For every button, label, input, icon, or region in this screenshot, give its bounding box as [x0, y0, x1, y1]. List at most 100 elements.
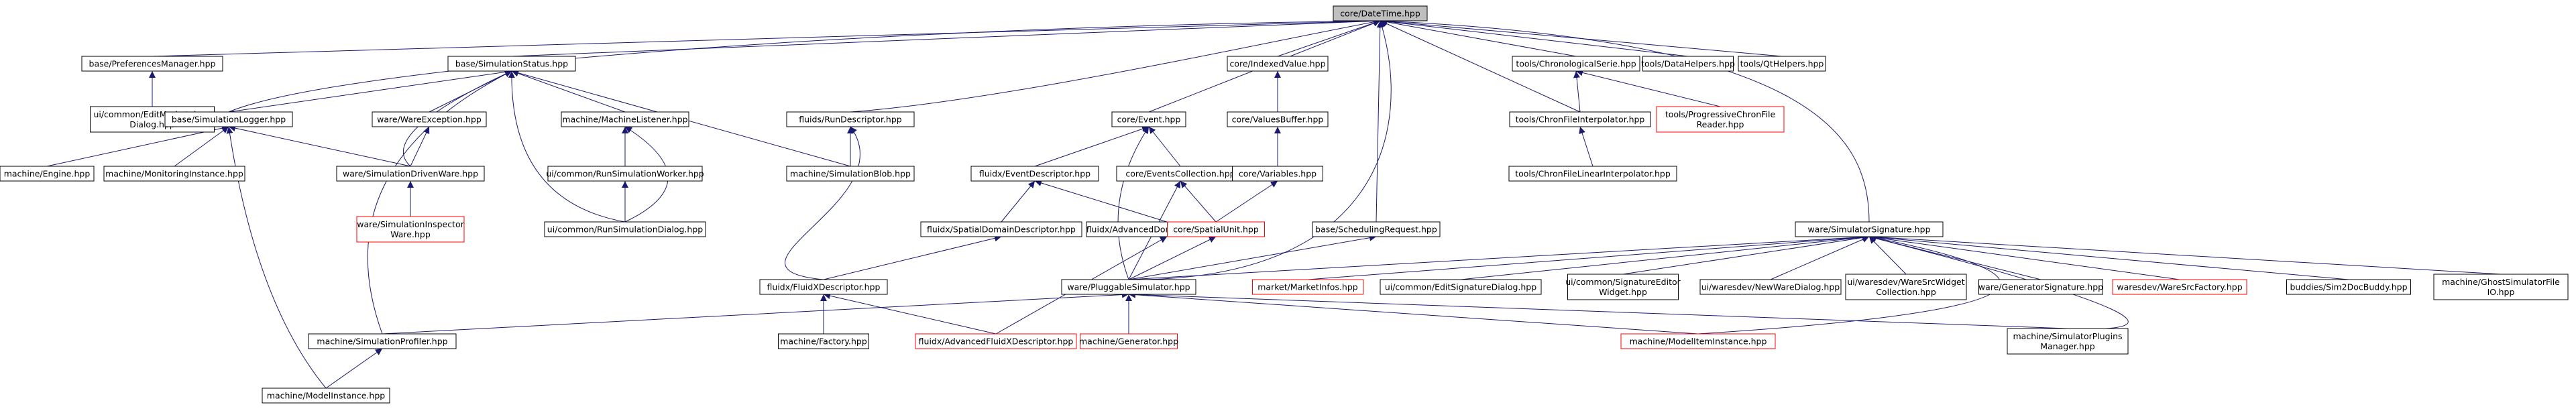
node-label: tools/ChronFileLinearInterpolator.hpp	[1515, 169, 1671, 179]
node-label: core/Event.hpp	[1117, 115, 1181, 125]
node-box	[1312, 221, 1441, 237]
node-fluidxdesc[interactable]: fluidx/FluidXDescriptor.hpp	[759, 279, 888, 295]
node-label: ui/common/EditSignatureDialog.hpp	[1385, 282, 1536, 292]
edge-editsigdialog-to-simsignature	[1460, 234, 1870, 280]
node-label: ui/waresdev/WareSrcWidget	[1847, 277, 1964, 287]
edge-fluidxdesc-to-spatialdomdesc	[823, 235, 1002, 280]
edge-advdomdesc-to-eventdesc	[1034, 180, 1168, 223]
node-label: machine/SimulatorPlugins	[2013, 331, 2122, 341]
node-box	[1167, 221, 1265, 237]
node-simsignature[interactable]: ware/SimulatorSignature.hpp	[1795, 221, 1944, 237]
node-eventscoll[interactable]: core/EventsCollection.hpp	[1116, 166, 1245, 182]
node-modelinstance[interactable]: machine/ModelInstance.hpp	[262, 388, 390, 404]
node-label: machine/MonitoringInstance.hpp	[105, 169, 243, 179]
node-box	[372, 111, 487, 127]
node-simlogger[interactable]: base/SimulationLogger.hpp	[164, 111, 293, 127]
node-variables[interactable]: core/Variables.hpp	[1232, 166, 1323, 182]
edge-simpluginsmgr-to-pluggablesim	[1128, 291, 2068, 329]
node-label: ware/WareException.hpp	[377, 115, 482, 125]
node-box	[1061, 279, 1196, 295]
node-box	[1227, 111, 1329, 127]
node-event[interactable]: core/Event.hpp	[1111, 111, 1186, 127]
node-spatialunit[interactable]: core/SpatialUnit.hpp	[1167, 221, 1265, 237]
edge-modelinstance-to-simprofiler	[325, 348, 383, 389]
node-box	[1333, 5, 1428, 21]
node-runsdesc[interactable]: fluids/RunDescriptor.hpp	[786, 111, 915, 127]
node-box	[1978, 279, 2103, 295]
edge-sigeditorwidget-to-simsignature	[1622, 234, 1870, 275]
node-waresrcfactory[interactable]: waresdev/WareSrcFactory.hpp	[2112, 279, 2247, 295]
node-box	[1252, 279, 1363, 295]
node-newwaredialog[interactable]: ui/waresdev/NewWareDialog.hpp	[1699, 279, 1842, 295]
node-spatialdomdesc[interactable]: fluidx/SpatialDomainDescriptor.hpp	[920, 221, 1082, 237]
node-chronoserie[interactable]: tools/ChronologicalSerie.hpp	[1512, 56, 1640, 72]
edge-sim2docbuddy-to-simsignature	[1868, 233, 2349, 280]
node-simdrivenware[interactable]: ware/SimulationDrivenWare.hpp	[336, 166, 485, 182]
node-label: machine/Factory.hpp	[780, 337, 867, 347]
node-moninst[interactable]: machine/MonitoringInstance.hpp	[103, 166, 245, 182]
edge-indexedvalue-to-datetime	[1277, 19, 1381, 57]
node-sim2docbuddy[interactable]: buddies/Sim2DocBuddy.hpp	[2286, 279, 2411, 295]
node-box	[915, 333, 1077, 349]
node-gensignature[interactable]: ware/GeneratorSignature.hpp	[1978, 279, 2103, 295]
node-simstatus[interactable]: base/SimulationStatus.hpp	[447, 56, 576, 72]
node-modeliteminst[interactable]: machine/ModelItemInstance.hpp	[1620, 333, 1776, 349]
node-valuesbuffer[interactable]: core/ValuesBuffer.hpp	[1227, 111, 1329, 127]
node-indexedvalue[interactable]: core/IndexedValue.hpp	[1227, 56, 1329, 72]
node-eventdesc[interactable]: fluidx/EventDescriptor.hpp	[970, 166, 1099, 182]
edge-machlistener-to-simstatus	[511, 70, 626, 113]
node-simprofiler[interactable]: machine/SimulationProfiler.hpp	[308, 333, 457, 349]
node-factory[interactable]: machine/Factory.hpp	[778, 333, 869, 349]
edge-pluggablesim-to-datetime	[1128, 20, 1392, 280]
node-pluggablesim[interactable]: ware/PluggableSimulator.hpp	[1061, 279, 1196, 295]
edge-spatialunit-to-variables	[1215, 180, 1278, 223]
node-label: core/IndexedValue.hpp	[1229, 59, 1325, 69]
node-qthelpers[interactable]: tools/QtHelpers.hpp	[1738, 56, 1826, 72]
node-label: fluidx/FluidXDescriptor.hpp	[767, 282, 881, 292]
edge-prefmgr-to-datetime	[152, 17, 1381, 57]
edge-progchron-to-chronoserie	[1575, 69, 1721, 107]
node-chronfilelinear[interactable]: tools/ChronFileLinearInterpolator.hpp	[1508, 166, 1677, 182]
node-box	[547, 166, 703, 182]
node-box	[786, 111, 915, 127]
node-editsigdialog[interactable]: ui/common/EditSignatureDialog.hpp	[1380, 279, 1542, 295]
node-label: machine/MachineListener.hpp	[562, 115, 687, 125]
node-label: base/SimulationStatus.hpp	[455, 59, 568, 69]
node-label: fluidx/AdvancedFluidXDescriptor.hpp	[919, 337, 1074, 347]
edge-pluggablesim-to-schedreq	[1128, 234, 1377, 280]
edge-chronfileinterp-to-datetime	[1380, 20, 1581, 113]
node-generator[interactable]: machine/Generator.hpp	[1079, 333, 1178, 349]
node-chronfileinterp[interactable]: tools/ChronFileInterpolator.hpp	[1509, 111, 1651, 127]
node-runsimdialog[interactable]: ui/common/RunSimulationDialog.hpp	[544, 221, 706, 237]
edge-simlogger-to-datetime	[228, 17, 1381, 113]
node-label: core/DateTime.hpp	[1340, 9, 1420, 19]
node-advfluidxdesc[interactable]: fluidx/AdvancedFluidXDescriptor.hpp	[915, 333, 1077, 349]
node-simblob[interactable]: machine/SimulationBlob.hpp	[786, 166, 915, 182]
node-datetime[interactable]: core/DateTime.hpp	[1333, 5, 1428, 21]
node-schedreq[interactable]: base/SchedulingRequest.hpp	[1312, 221, 1441, 237]
node-box	[2433, 274, 2569, 300]
edge-chronoserie-to-datetime	[1380, 18, 1577, 57]
node-machlistener[interactable]: machine/MachineListener.hpp	[561, 111, 689, 127]
node-box	[920, 221, 1082, 237]
node-box	[0, 166, 95, 182]
node-box	[1509, 111, 1651, 127]
node-prefmgr[interactable]: base/PreferencesManager.hpp	[81, 56, 223, 72]
node-label: machine/ModelInstance.hpp	[267, 391, 385, 401]
node-engine[interactable]: machine/Engine.hpp	[0, 166, 95, 182]
node-runsimworker[interactable]: ui/common/RunSimulationWorker.hpp	[546, 166, 704, 182]
node-wareexception[interactable]: ware/WareException.hpp	[372, 111, 487, 127]
node-datahelpers[interactable]: tools/DataHelpers.hpp	[1641, 56, 1735, 72]
node-box	[336, 166, 485, 182]
node-marketinfos[interactable]: market/MarketInfos.hpp	[1252, 279, 1363, 295]
node-box	[81, 56, 223, 72]
node-label: machine/SimulationProfiler.hpp	[317, 337, 447, 347]
node-label: Dialog.hpp	[129, 119, 175, 129]
node-label: ui/common/RunSimulationWorker.hpp	[546, 169, 704, 179]
